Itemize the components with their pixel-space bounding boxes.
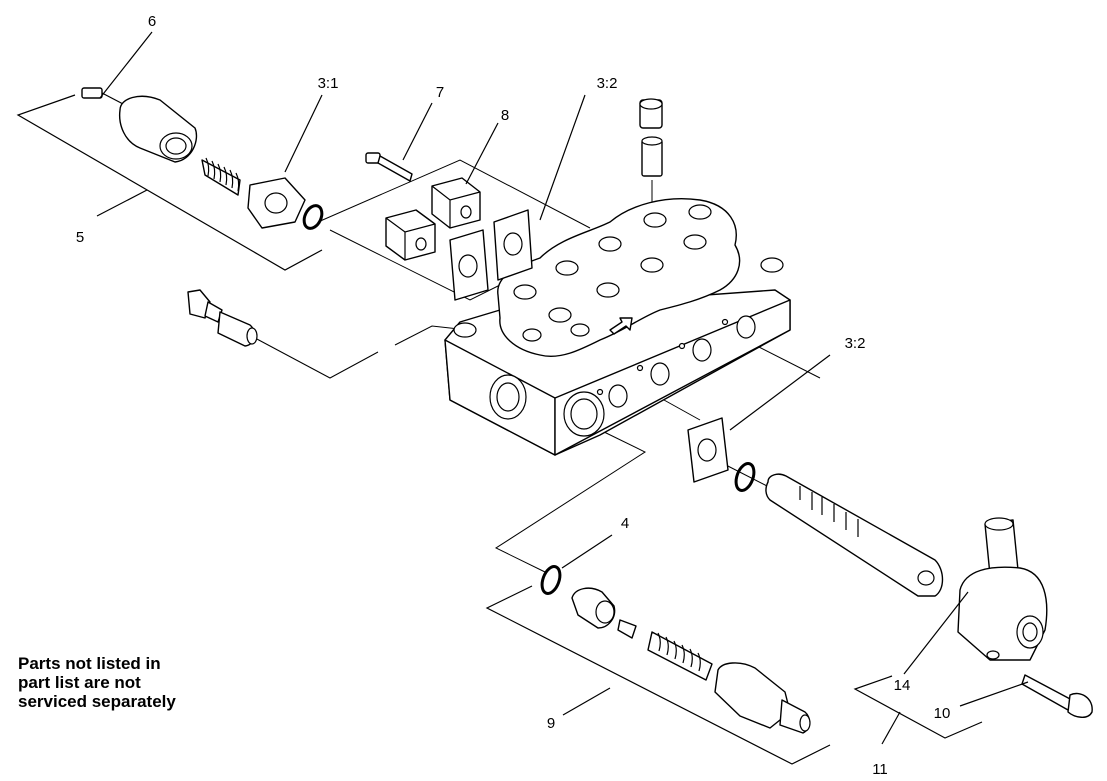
callout-5: 5 [76, 229, 84, 246]
explosion-line-spool-axis [719, 461, 776, 491]
callout-3-1: 3:1 [318, 75, 339, 92]
service-note: Parts not listed in part list are not se… [18, 654, 278, 711]
bracket-group-11 [853, 675, 983, 739]
o-ring-3-1 [302, 204, 324, 230]
explosion-line-upper [317, 159, 591, 229]
callout-8: 8 [501, 107, 509, 124]
callout-4: 4 [621, 515, 629, 532]
bolt-7 [365, 152, 413, 182]
top-plug [639, 98, 663, 177]
leader-3-2-top [539, 94, 586, 221]
explosion-line-left [254, 337, 379, 379]
callout-14: 14 [894, 677, 911, 694]
leader-5 [96, 189, 148, 217]
spring-9 [617, 619, 713, 681]
plug-9 [571, 587, 616, 629]
cap-assembly [81, 87, 198, 163]
explosion-line-bottom [494, 429, 647, 573]
caps-8 [385, 177, 481, 261]
explosion-line-upper-b [329, 229, 501, 301]
flange-3-2-right [687, 417, 729, 483]
callout-9: 9 [547, 715, 555, 732]
leader-4 [561, 534, 613, 569]
spool [765, 473, 944, 597]
leader-3-1 [284, 94, 323, 173]
service-note-line-3: serviced separately [18, 692, 176, 711]
leader-11 [881, 711, 901, 745]
leader-7 [402, 102, 433, 161]
leader-10 [959, 681, 1029, 707]
callout-6: 6 [148, 13, 156, 30]
bracket-group-5 [16, 94, 323, 271]
relief-valve-left [187, 289, 258, 347]
leader-9 [562, 687, 611, 716]
lever-housing [957, 517, 1048, 661]
bolt-10 [1021, 674, 1093, 718]
spring-5 [201, 157, 241, 196]
callout-11: 11 [872, 761, 888, 778]
valve-block [444, 198, 791, 456]
service-note-line-2: part list are not [18, 673, 141, 692]
explosion-line-spool [754, 344, 821, 379]
cover-plates [449, 209, 533, 301]
leader-6 [99, 31, 153, 99]
o-ring-4 [540, 565, 562, 595]
leader-3-2-right [729, 354, 831, 431]
valve-cartridge-9 [714, 662, 811, 734]
service-note-line-1: Parts not listed in [18, 654, 161, 673]
leader-8 [465, 122, 499, 185]
callout-10: 10 [934, 705, 951, 722]
flange-3-1 [247, 177, 306, 229]
bracket-group-9 [485, 585, 831, 765]
o-ring-right [734, 462, 756, 492]
callout-3-2-top: 3:2 [597, 75, 618, 92]
callout-7: 7 [436, 84, 444, 101]
leader-14 [903, 591, 969, 675]
callout-3-2-right: 3:2 [845, 335, 866, 352]
